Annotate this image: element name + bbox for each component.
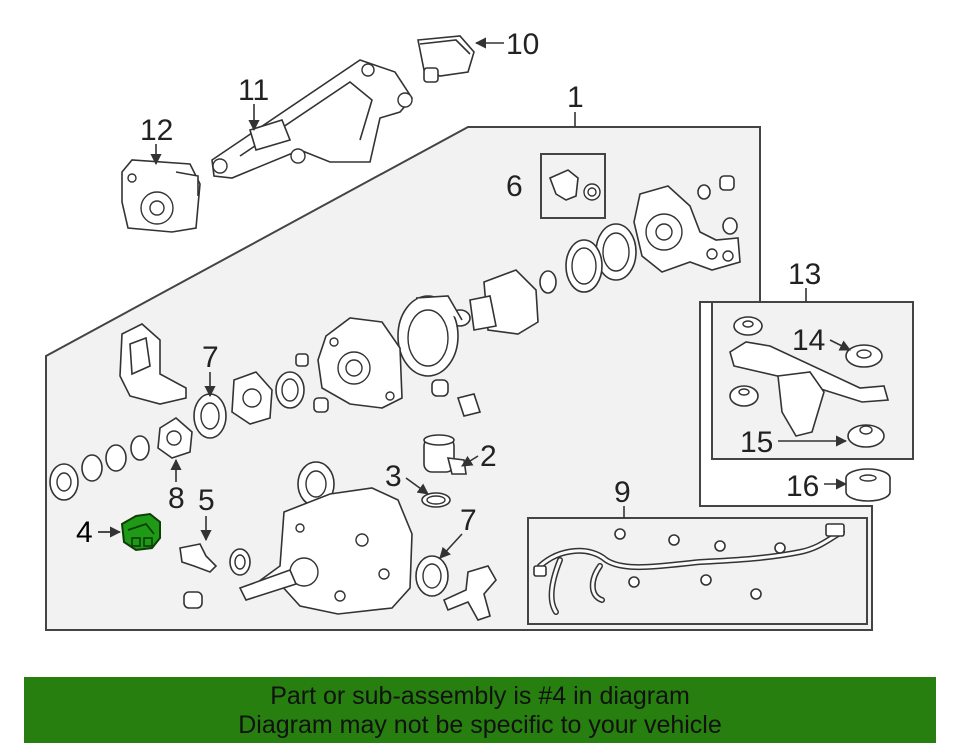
callout-8: 8 bbox=[168, 482, 185, 515]
o-ring-part[interactable] bbox=[421, 492, 451, 508]
sensor-part[interactable] bbox=[548, 169, 601, 201]
callout-3: 3 bbox=[385, 460, 402, 493]
callout-11: 11 bbox=[238, 74, 269, 107]
pump-part[interactable] bbox=[231, 371, 273, 425]
stud-part[interactable] bbox=[179, 543, 251, 609]
shield-part[interactable] bbox=[119, 323, 187, 405]
callout-4: 4 bbox=[76, 516, 93, 549]
wiring-harness-part[interactable] bbox=[533, 523, 845, 615]
crossmember-part[interactable] bbox=[211, 59, 413, 179]
mount-bushing-15[interactable] bbox=[847, 424, 885, 448]
banner-line-1: Part or sub-assembly is #4 in diagram bbox=[270, 682, 690, 710]
seals-upper[interactable] bbox=[275, 353, 482, 417]
callout-10: 10 bbox=[506, 28, 539, 61]
seal-7-upper[interactable] bbox=[193, 393, 227, 439]
case-half-right[interactable] bbox=[238, 487, 413, 615]
highlighted-part-4[interactable] bbox=[120, 512, 161, 552]
banner-line-2: Diagram may not be specific to your vehi… bbox=[238, 711, 722, 739]
differential-cover-part[interactable] bbox=[633, 185, 741, 273]
callout-2: 2 bbox=[480, 440, 497, 473]
callout-7-upper: 7 bbox=[202, 341, 219, 374]
callout-6: 6 bbox=[506, 170, 523, 203]
clutch-housing-part[interactable] bbox=[397, 295, 463, 377]
bracket-part[interactable] bbox=[442, 565, 497, 621]
reservoir-part[interactable] bbox=[417, 35, 475, 83]
callout-7-lower: 7 bbox=[460, 504, 477, 537]
ring-gear-set[interactable] bbox=[449, 223, 637, 335]
callout-13: 13 bbox=[788, 258, 821, 291]
callout-15: 15 bbox=[740, 426, 773, 459]
callout-12: 12 bbox=[140, 114, 173, 147]
mount-bushing-16[interactable] bbox=[845, 468, 891, 502]
callout-14: 14 bbox=[792, 324, 825, 357]
info-banner: Part or sub-assembly is #4 in diagram Di… bbox=[24, 677, 936, 743]
bearing-housing-part[interactable] bbox=[157, 417, 193, 459]
washer-chain[interactable] bbox=[49, 435, 150, 501]
rear-mount-arm[interactable] bbox=[729, 341, 890, 437]
callout-1: 1 bbox=[567, 81, 584, 114]
parts-diagram: 1 2 3 4 5 6 7 7 8 9 10 11 12 13 14 15 16 bbox=[45, 28, 914, 631]
harness-box bbox=[527, 517, 868, 625]
seal-7-lower[interactable] bbox=[415, 555, 449, 597]
callout-9: 9 bbox=[614, 476, 631, 509]
case-half-left[interactable] bbox=[317, 317, 403, 409]
mount-bracket-part[interactable] bbox=[121, 159, 201, 233]
callout-5: 5 bbox=[198, 484, 215, 517]
actuator-motor-part[interactable] bbox=[423, 434, 467, 475]
callout-16: 16 bbox=[786, 470, 819, 503]
mount-bushing-14[interactable] bbox=[733, 316, 883, 368]
small-bushings[interactable] bbox=[697, 175, 738, 235]
